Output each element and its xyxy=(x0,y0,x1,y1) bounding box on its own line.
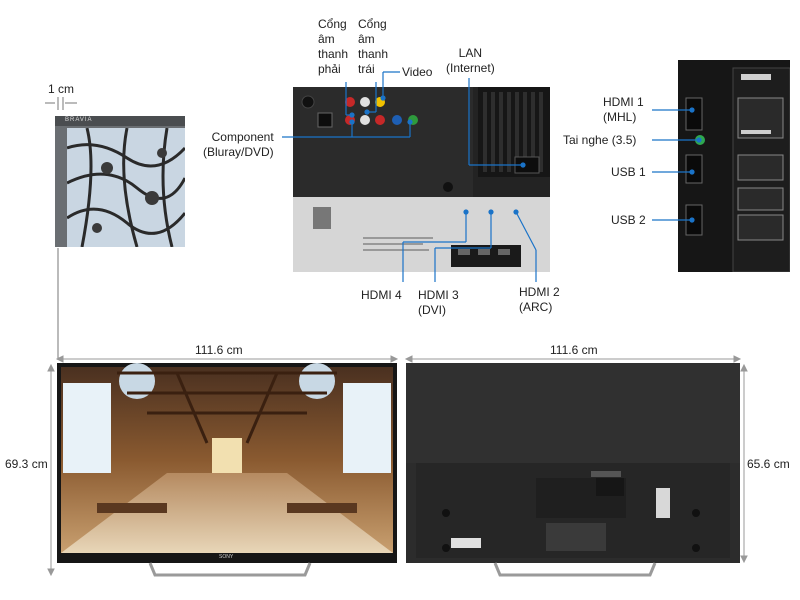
tv-back-image xyxy=(406,363,740,563)
video-label: Video xyxy=(402,65,433,79)
back-height-label: 65.6 cm xyxy=(747,457,790,471)
component-label: Component (Bluray/DVD) xyxy=(203,130,274,159)
bezel-closeup: BRAVIA xyxy=(55,116,187,248)
side-panel-closeup xyxy=(678,60,791,273)
tv-back xyxy=(406,363,740,563)
audio-left-label: Cổng âm thanh trái xyxy=(358,17,389,76)
lan-label: LAN (Internet) xyxy=(446,46,495,75)
window-pattern-image xyxy=(66,127,187,248)
hdmi4-label: HDMI 4 xyxy=(361,288,402,302)
front-width-label: 111.6 cm xyxy=(195,343,243,357)
tv-front: SONY xyxy=(57,363,397,563)
sony-logo: SONY xyxy=(219,554,234,560)
usb1-label: USB 1 xyxy=(611,165,646,179)
hdmi3-label: HDMI 3 (DVI) xyxy=(418,288,459,317)
hdmi2-label: HDMI 2 (ARC) xyxy=(519,285,560,314)
usb2-label: USB 2 xyxy=(611,213,646,227)
bravia-logo: BRAVIA xyxy=(65,117,93,123)
tv-front-screen-image xyxy=(57,363,397,563)
bezel-dimension-label: 1 cm xyxy=(48,82,75,96)
back-width-label: 111.6 cm xyxy=(550,343,598,357)
hdmi1-label: HDMI 1 (MHL) xyxy=(603,95,644,124)
audio-right-label: Cổng âm thanh phải xyxy=(318,17,349,76)
front-height-label: 69.3 cm xyxy=(5,457,48,471)
headphone-label: Tai nghe (3.5) xyxy=(563,133,637,147)
back-panel-closeup xyxy=(293,87,550,272)
